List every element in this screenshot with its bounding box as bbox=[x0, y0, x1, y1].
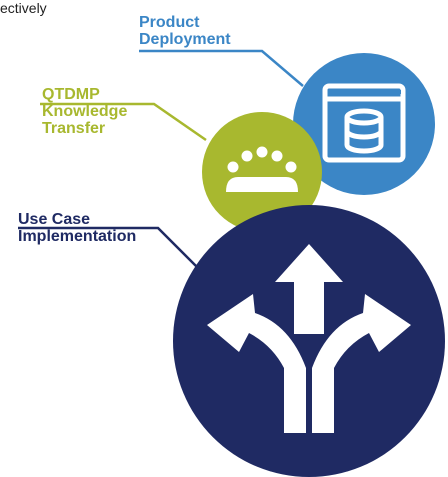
qtdmp-circle bbox=[202, 112, 322, 232]
label-line: Use Case bbox=[18, 211, 91, 228]
product-deployment-leader-line bbox=[139, 49, 304, 87]
label-line: QTDMP bbox=[42, 86, 100, 103]
label-line: Knowledge bbox=[42, 103, 128, 120]
product-deployment-label: Product Deployment bbox=[139, 14, 231, 48]
label-line: Product bbox=[139, 14, 200, 31]
label-line: Transfer bbox=[42, 120, 106, 137]
use-case-implementation-label: Use Case Implementation bbox=[18, 211, 136, 245]
label-line: Deployment bbox=[139, 31, 231, 48]
use-case-implementation-node bbox=[173, 205, 445, 477]
label-line: Implementation bbox=[18, 228, 137, 245]
qtdmp-knowledge-transfer-node bbox=[202, 112, 322, 232]
product-deployment-node bbox=[293, 53, 435, 195]
branching-arrows-icon bbox=[207, 244, 411, 433]
meeting-group-icon bbox=[226, 146, 298, 192]
use-case-leader-line bbox=[18, 226, 199, 269]
window-dots bbox=[383, 90, 401, 94]
database-window-icon bbox=[322, 83, 406, 163]
use-case-circle bbox=[173, 205, 445, 477]
qtdmp-knowledge-transfer-label: QTDMP Knowledge Transfer bbox=[42, 86, 127, 137]
qtdmp-leader-line bbox=[40, 102, 207, 142]
truncated-text-fragment: ectively bbox=[0, 0, 47, 16]
